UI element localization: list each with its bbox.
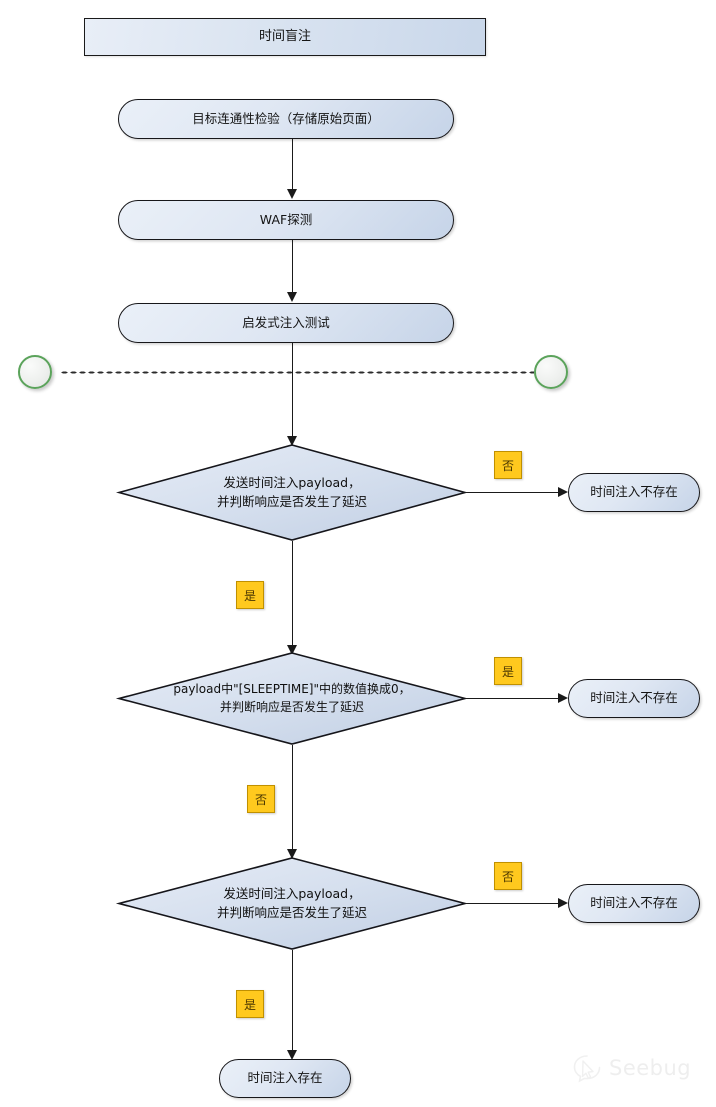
connector-heuristic-to-decision1 bbox=[292, 343, 294, 436]
separator-dotted-line bbox=[60, 371, 534, 374]
edge-label-decision2-yes: 是 bbox=[494, 657, 522, 685]
separator-circle-left bbox=[18, 355, 52, 389]
edge-label-decision1-yes: 是 bbox=[236, 581, 264, 609]
separator-circle-right bbox=[534, 355, 568, 389]
diagram-title-text: 时间盲注 bbox=[258, 29, 311, 45]
edge-label-decision1-no-text: 否 bbox=[501, 458, 514, 473]
watermark-text: Seebug bbox=[609, 1056, 692, 1080]
edge-label-decision3-no-text: 否 bbox=[501, 869, 514, 884]
edge-label-decision3-yes: 是 bbox=[236, 990, 264, 1018]
arrowhead-decision3-no bbox=[558, 898, 568, 908]
connector-decision1-yes bbox=[292, 541, 294, 645]
arrowhead-heuristic-to-decision1 bbox=[287, 436, 297, 446]
decision-send-time-payload-1[interactable]: 发送时间注入payload， 并判断响应是否发生了延迟 bbox=[115, 444, 469, 541]
arrowhead-connectivity-to-waf bbox=[287, 189, 297, 199]
edge-label-decision2-no: 否 bbox=[247, 785, 275, 813]
decision-send-time-payload-2[interactable]: 发送时间注入payload， 并判断响应是否发生了延迟 bbox=[115, 857, 469, 950]
arrowhead-decision1-yes bbox=[287, 645, 297, 655]
node-result-not-exist-3[interactable]: 时间注入不存在 bbox=[568, 884, 700, 923]
node-target-connectivity-check[interactable]: 目标连通性检验（存储原始页面） bbox=[118, 99, 454, 139]
decision-sleeptime-zero[interactable]: payload中"[SLEEPTIME]"中的数值换成0， 并判断响应是否发生了… bbox=[115, 652, 469, 745]
node-waf-detection[interactable]: WAF探测 bbox=[118, 200, 454, 240]
diagram-title-box: 时间盲注 bbox=[84, 18, 486, 56]
node-target-connectivity-check-label: 目标连通性检验（存储原始页面） bbox=[192, 110, 380, 126]
connector-connectivity-to-waf bbox=[292, 139, 294, 189]
decision-1-shape bbox=[115, 444, 469, 541]
edge-label-decision1-yes-text: 是 bbox=[243, 588, 256, 603]
seebug-cursor-bubble-icon bbox=[573, 1055, 601, 1083]
node-result-not-exist-1[interactable]: 时间注入不存在 bbox=[568, 473, 700, 512]
node-heuristic-injection-test-label: 启发式注入测试 bbox=[242, 314, 330, 330]
edge-label-decision3-no: 否 bbox=[494, 862, 522, 890]
edge-label-decision2-yes-text: 是 bbox=[501, 664, 514, 679]
arrowhead-decision2-yes bbox=[558, 693, 568, 703]
arrowhead-decision2-no bbox=[287, 849, 297, 859]
arrowhead-waf-to-heuristic bbox=[287, 292, 297, 302]
watermark: Seebug bbox=[572, 1053, 691, 1083]
arrowhead-decision3-yes bbox=[287, 1050, 297, 1060]
connector-decision1-no bbox=[465, 492, 558, 494]
node-result-not-exist-1-label: 时间注入不存在 bbox=[590, 484, 678, 500]
connector-decision3-yes bbox=[292, 950, 294, 1050]
connector-decision3-no bbox=[465, 903, 558, 905]
node-waf-detection-label: WAF探测 bbox=[259, 211, 313, 227]
node-result-not-exist-2[interactable]: 时间注入不存在 bbox=[568, 679, 700, 718]
node-result-exist-label: 时间注入存在 bbox=[247, 1070, 323, 1086]
edge-label-decision3-yes-text: 是 bbox=[243, 997, 256, 1012]
node-result-not-exist-3-label: 时间注入不存在 bbox=[590, 895, 678, 911]
decision-3-shape bbox=[115, 857, 469, 950]
arrowhead-decision1-no bbox=[558, 487, 568, 497]
connector-waf-to-heuristic bbox=[292, 240, 294, 292]
node-heuristic-injection-test[interactable]: 启发式注入测试 bbox=[118, 303, 454, 343]
decision-2-shape bbox=[115, 652, 469, 745]
edge-label-decision2-no-text: 否 bbox=[254, 792, 267, 807]
connector-decision2-no bbox=[292, 745, 294, 849]
connector-decision2-yes bbox=[465, 698, 558, 700]
edge-label-decision1-no: 否 bbox=[494, 451, 522, 479]
node-result-exist[interactable]: 时间注入存在 bbox=[219, 1059, 351, 1098]
node-result-not-exist-2-label: 时间注入不存在 bbox=[590, 690, 678, 706]
